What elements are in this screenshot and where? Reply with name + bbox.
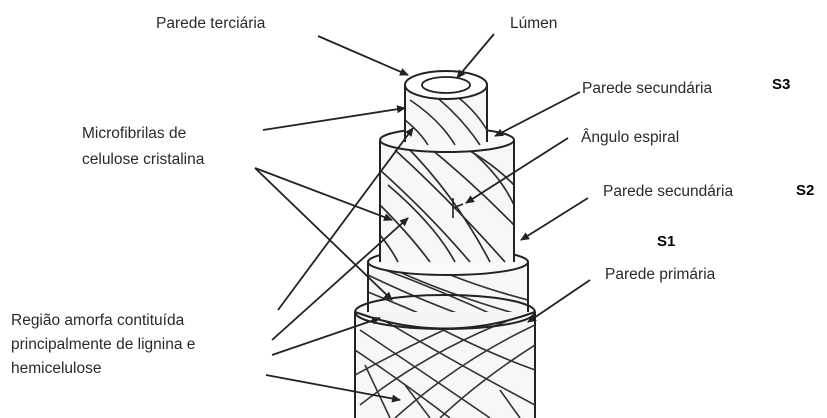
- label-regiao-line3: hemicelulose: [11, 358, 101, 380]
- label-angulo-espiral: Ângulo espiral: [581, 127, 679, 149]
- tag-s3: S3: [772, 76, 790, 93]
- label-parede-primaria: Parede primária: [605, 264, 715, 286]
- label-parede-secundaria-s3: Parede secundária: [582, 78, 712, 100]
- tertiary-wall-tube: [405, 71, 487, 145]
- tag-s2: S2: [796, 182, 814, 199]
- label-regiao-line2: principalmente de lignina e: [11, 334, 195, 356]
- label-parede-terciaria: Parede terciária: [156, 13, 265, 35]
- label-microfibrilas-line2: celulose cristalina: [82, 149, 204, 171]
- tag-s1: S1: [657, 233, 675, 250]
- label-lumen: Lúmen: [510, 13, 557, 35]
- s2-wall-cylinder: [380, 128, 514, 262]
- label-parede-secundaria-s2: Parede secundária: [603, 181, 733, 203]
- label-microfibrilas-line1: Microfibrilas de: [82, 123, 186, 145]
- label-regiao-line1: Região amorfa contituída: [11, 310, 184, 332]
